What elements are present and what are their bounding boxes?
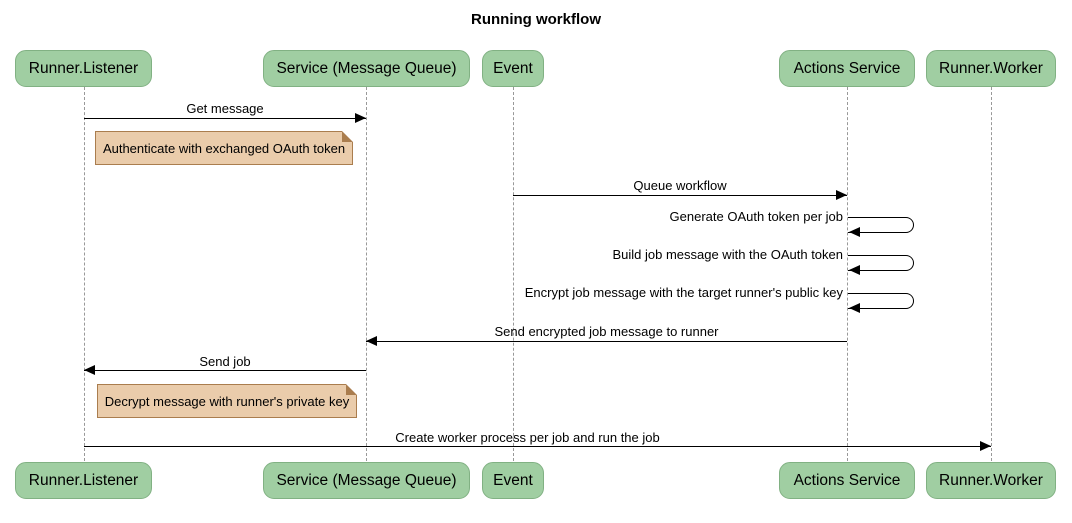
actor-top-actions-service: Actions Service [779,50,915,87]
message-label: Build job message with the OAuth token [612,247,843,262]
arrowhead-right [355,113,366,123]
note-fold-icon [342,131,353,142]
actor-bottom-actions-service: Actions Service [779,462,915,499]
arrowhead-left [849,227,860,237]
message-label: Encrypt job message with the target runn… [524,285,843,300]
arrowhead-right [980,441,991,451]
message-line [513,195,847,196]
self-loop-line [848,217,914,233]
actor-bottom-runner-listener: Runner.Listener [15,462,152,499]
self-loop-line [848,293,914,309]
message-line [84,118,366,119]
self-loop-line [848,255,914,271]
actor-top-runner-listener: Runner.Listener [15,50,152,87]
lifeline-event [513,87,514,461]
message-line [366,341,847,342]
actor-top-runner-worker: Runner.Worker [926,50,1056,87]
arrowhead-left [849,303,860,313]
note-label: Authenticate with exchanged OAuth token [102,140,346,156]
note-authenticate-oauth: Authenticate with exchanged OAuth token [95,131,353,165]
message-line [84,446,991,447]
actor-bottom-event: Event [482,462,544,499]
message-label: Send encrypted job message to runner [494,324,719,339]
arrowhead-left [366,336,377,346]
message-line [84,370,366,371]
actor-top-event: Event [482,50,544,87]
note-decrypt-message: Decrypt message with runner's private ke… [97,384,357,418]
lifeline-actions-service [847,87,848,461]
message-label: Queue workflow [633,178,727,193]
lifeline-service-message-queue [366,87,367,461]
arrowhead-left [84,365,95,375]
note-label: Decrypt message with runner's private ke… [104,393,350,409]
actor-bottom-service-message-queue: Service (Message Queue) [263,462,470,499]
note-fold-icon [346,384,357,395]
lifeline-runner-listener [84,87,85,461]
message-label: Send job [199,354,251,369]
diagram-title: Running workflow [471,11,601,28]
message-label: Create worker process per job and run th… [395,430,660,445]
message-label: Get message [186,101,264,116]
message-label: Generate OAuth token per job [669,209,843,224]
actor-bottom-runner-worker: Runner.Worker [926,462,1056,499]
arrowhead-right [836,190,847,200]
arrowhead-left [849,265,860,275]
actor-top-service-message-queue: Service (Message Queue) [263,50,470,87]
lifeline-runner-worker [991,87,992,461]
